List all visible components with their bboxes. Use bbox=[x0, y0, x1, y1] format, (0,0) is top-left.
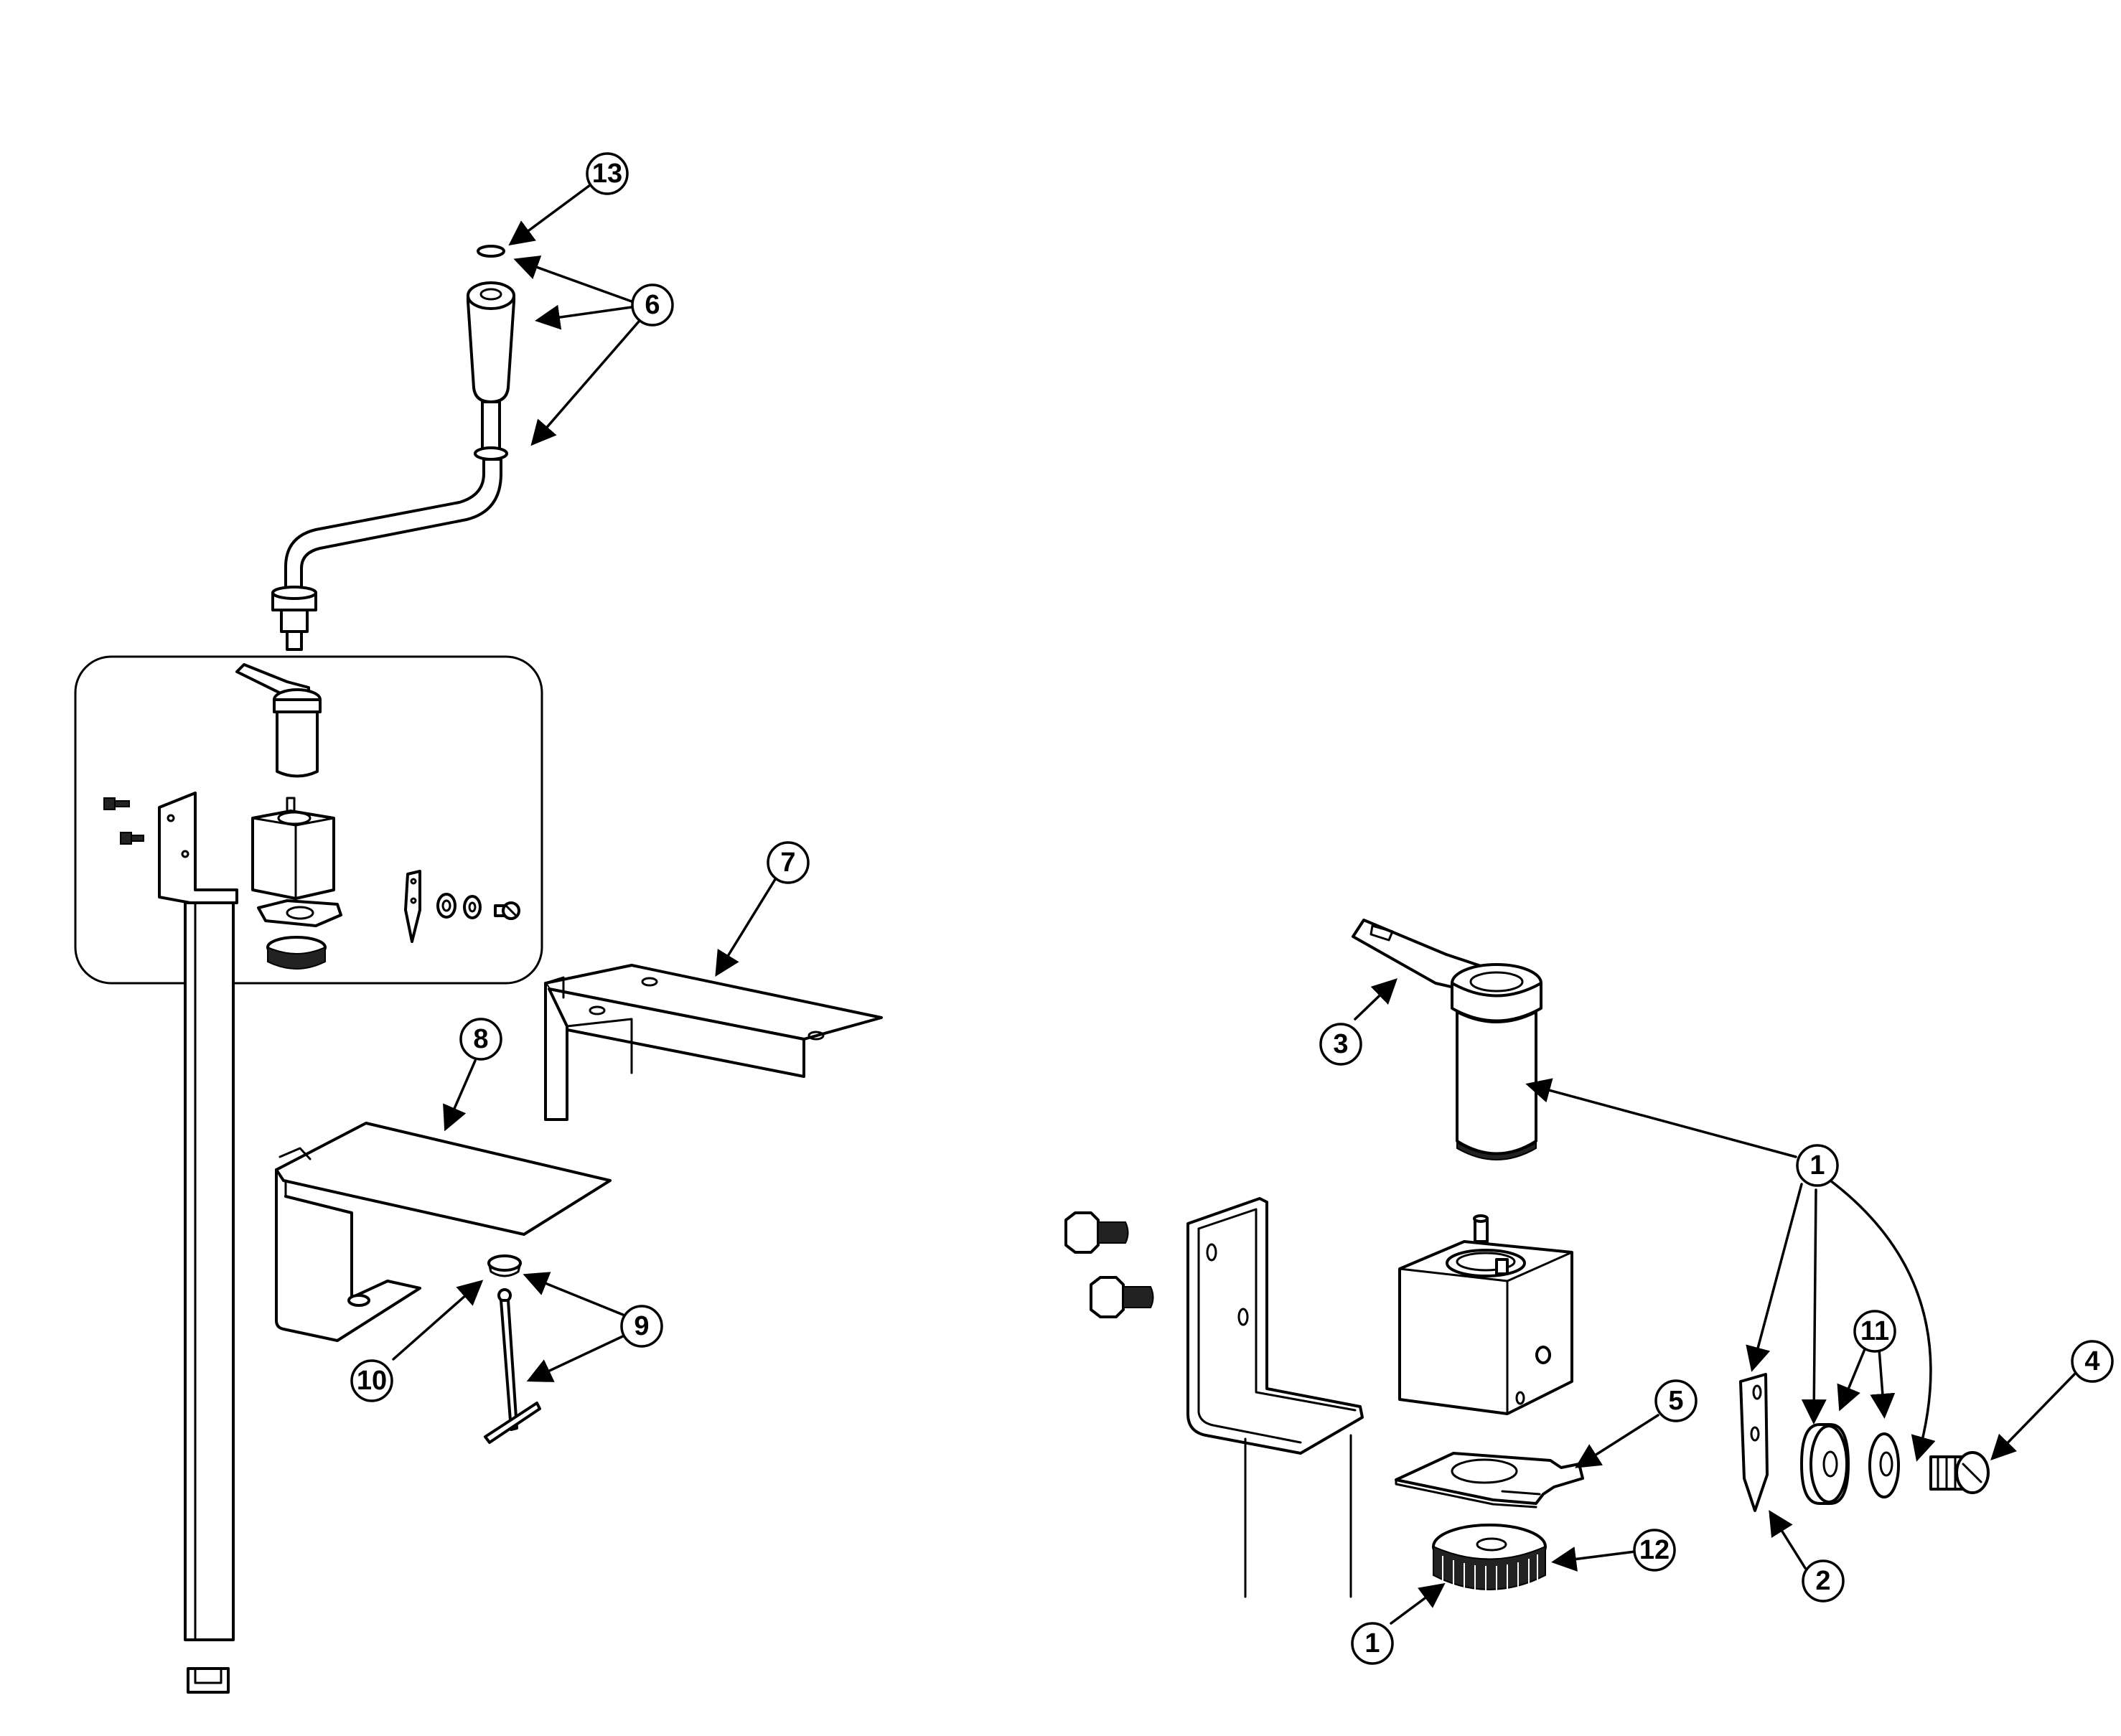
svg-text:3: 3 bbox=[1333, 1029, 1348, 1059]
svg-text:7: 7 bbox=[780, 848, 795, 878]
cap-part-13 bbox=[477, 245, 505, 258]
svg-text:13: 13 bbox=[592, 159, 622, 189]
shelf-bracket-part-8 bbox=[275, 1122, 612, 1342]
inset-bolt-lower bbox=[120, 832, 144, 845]
washer-thin-part-11 bbox=[1868, 1432, 1900, 1498]
callout-1-lower: 1 bbox=[1351, 1622, 1394, 1665]
svg-text:2: 2 bbox=[1815, 1566, 1830, 1596]
callout-4: 4 bbox=[2071, 1340, 2114, 1383]
knurled-knob-part-12 bbox=[1432, 1524, 1547, 1592]
callout-10: 10 bbox=[350, 1359, 393, 1402]
svg-text:8: 8 bbox=[473, 1024, 488, 1054]
callout-13: 13 bbox=[586, 152, 629, 195]
washer-thick-part-11 bbox=[1800, 1423, 1850, 1505]
leader-lines bbox=[392, 184, 2076, 1625]
vertical-post bbox=[184, 901, 235, 1694]
inset-bolt-upper bbox=[103, 797, 130, 810]
svg-text:4: 4 bbox=[2084, 1346, 2099, 1376]
cutter-head-part-3 bbox=[1352, 919, 1542, 1160]
svg-text:12: 12 bbox=[1639, 1535, 1670, 1565]
callout-2: 2 bbox=[1802, 1559, 1845, 1603]
callout-11: 11 bbox=[1853, 1310, 1896, 1353]
hex-bolt-upper bbox=[1064, 1211, 1129, 1254]
svg-text:1: 1 bbox=[1364, 1628, 1380, 1658]
callout-3: 3 bbox=[1319, 1023, 1362, 1066]
detail-inset-box bbox=[74, 655, 543, 985]
cutter-block bbox=[1398, 1214, 1573, 1415]
pin-part-9 bbox=[484, 1288, 541, 1444]
svg-text:9: 9 bbox=[634, 1311, 649, 1341]
crank-handle-part-6 bbox=[271, 281, 516, 651]
svg-text:10: 10 bbox=[357, 1366, 387, 1396]
l-bracket bbox=[1186, 1197, 1364, 1598]
callout-8: 8 bbox=[459, 1018, 502, 1061]
hex-bolt-lower bbox=[1090, 1276, 1154, 1318]
svg-text:1: 1 bbox=[1809, 1150, 1825, 1181]
svg-text:11: 11 bbox=[1860, 1316, 1889, 1346]
callout-1-upper: 1 bbox=[1796, 1144, 1839, 1187]
blade-part-2 bbox=[1739, 1373, 1769, 1512]
callout-5: 5 bbox=[1654, 1379, 1698, 1422]
callout-12: 12 bbox=[1633, 1529, 1676, 1572]
screw-part-4 bbox=[1929, 1451, 1990, 1494]
callout-7: 7 bbox=[767, 841, 810, 884]
cap-part-10 bbox=[487, 1254, 522, 1277]
shelf-bracket-part-7 bbox=[544, 964, 883, 1121]
inset-cutter-assembly bbox=[103, 663, 520, 970]
callout-9: 9 bbox=[620, 1305, 663, 1348]
plate-part-5 bbox=[1395, 1452, 1584, 1509]
callout-6: 6 bbox=[631, 283, 674, 327]
svg-text:6: 6 bbox=[645, 290, 660, 320]
svg-text:5: 5 bbox=[1668, 1386, 1683, 1416]
